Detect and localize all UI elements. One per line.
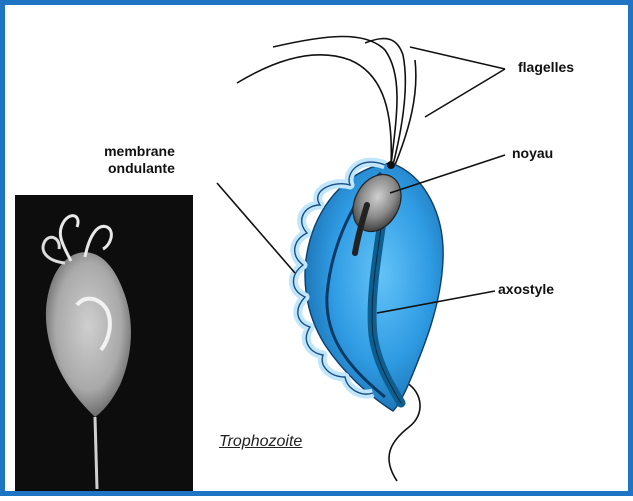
- trophozoite-body: [293, 161, 443, 411]
- label-membrane-line1: membrane: [102, 143, 175, 160]
- pointer-flagelles-1: [410, 47, 505, 69]
- label-membrane-line2: ondulante: [108, 160, 175, 177]
- caption-trophozoite: Trophozoite: [219, 433, 302, 451]
- label-flagelles: flagelles: [518, 59, 574, 76]
- flagellum-1: [237, 55, 391, 165]
- label-noyau: noyau: [512, 145, 553, 162]
- label-axostyle: axostyle: [498, 281, 554, 298]
- pointer-membrane: [217, 183, 295, 273]
- micrograph-axostyle-tail: [95, 417, 97, 489]
- diagram-canvas: [5, 5, 633, 501]
- label-membrane-ondulante: membrane ondulante: [102, 143, 175, 177]
- basal-body: [387, 161, 395, 169]
- micrograph-photo: [15, 195, 193, 491]
- flagella: [237, 36, 416, 165]
- pointer-flagelles-2: [425, 69, 505, 117]
